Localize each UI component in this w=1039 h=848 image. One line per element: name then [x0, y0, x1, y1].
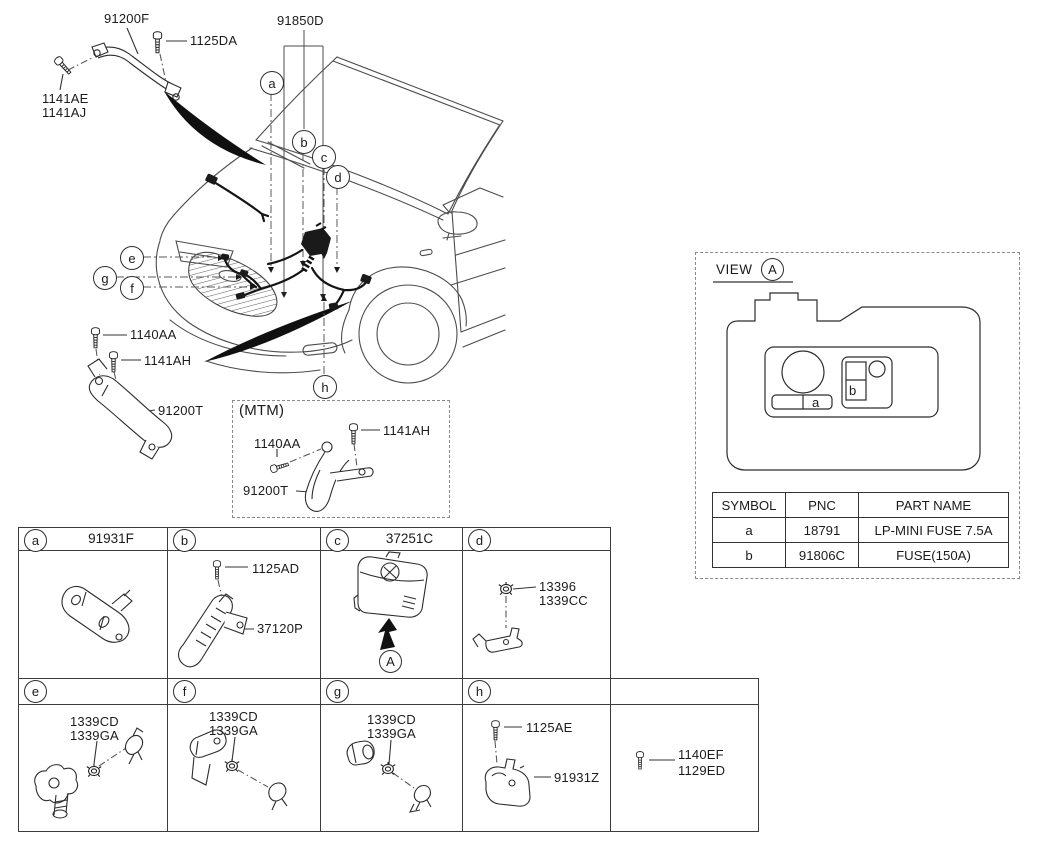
- grid-circle-a: a: [24, 529, 47, 552]
- ground-cable-91200F: [59, 27, 187, 101]
- bolt-1141AE-icon: [52, 54, 74, 77]
- grid-circle-h: h: [468, 680, 491, 703]
- grid-circle-f: f: [173, 680, 196, 703]
- fuse-table-header-symbol: SYMBOL: [712, 492, 786, 518]
- callout-d: d: [326, 165, 350, 189]
- cell-b-bracket-sketch: [177, 566, 254, 668]
- fuse-table-header-pnc: PNC: [785, 492, 859, 518]
- callout-e: e: [120, 246, 144, 270]
- label-1141AE: 1141AE: [42, 91, 89, 106]
- label-1140AA: 1140AA: [130, 327, 177, 342]
- label-e-1339GA: 1339GA: [70, 728, 119, 743]
- grid-cell-extra: [610, 678, 759, 832]
- mtm-label-91200T: 91200T: [243, 483, 289, 498]
- fuse-table-row: a 18791 LP-MINI FUSE 7.5A: [712, 517, 1009, 543]
- fuse-table-row: b 91806C FUSE(150A): [712, 542, 1009, 568]
- grid-cell-b: b: [167, 527, 321, 679]
- fuse-label-a: a: [812, 395, 820, 410]
- bolt-1140AA-icon: [91, 327, 100, 349]
- callout-leader-lines: [116, 93, 338, 374]
- cell-e-grommet-sketch: [34, 727, 144, 819]
- fuse-label-b: b: [849, 383, 857, 398]
- label-1125AE: 1125AE: [526, 720, 573, 735]
- label-1129ED: 1129ED: [678, 763, 726, 778]
- label-1339CC: 1339CC: [539, 593, 588, 608]
- mtm-box: [232, 400, 450, 518]
- harness-loom-ribs: [300, 222, 327, 274]
- label-e-1339CD: 1339CD: [70, 714, 119, 729]
- grid-cell-f: f: [167, 678, 321, 832]
- label-f-1339GA: 1339GA: [209, 723, 258, 738]
- grid-part-37251C: 37251C: [385, 531, 434, 546]
- callout-b: b: [292, 130, 316, 154]
- cell-g-connector-sketch: [346, 739, 432, 813]
- callout-arrowheads: [218, 253, 340, 301]
- callout-a: a: [260, 71, 284, 95]
- view-ref-circle-A: A: [761, 258, 784, 281]
- cell-c-cover-sketch: [353, 551, 428, 650]
- label-1140EF: 1140EF: [678, 747, 724, 762]
- harness-connectors: [205, 173, 372, 311]
- grid-cell-c: c 37251C: [320, 527, 463, 679]
- harness-span-bracket: [281, 30, 326, 300]
- grid-part-91931F: 91931F: [88, 531, 134, 546]
- grid-circle-c: c: [326, 529, 349, 552]
- mtm-label-1140AA: 1140AA: [254, 436, 301, 451]
- label-91200T: 91200T: [158, 403, 204, 418]
- car-illustration: [155, 56, 506, 384]
- label-1141AH: 1141AH: [144, 353, 192, 368]
- grid-cell-a: a 91931F: [18, 527, 168, 679]
- view-a-box: [695, 252, 1020, 579]
- label-f-1339CD: 1339CD: [209, 709, 258, 724]
- grid-cell-d: d: [462, 527, 611, 679]
- mtm-title: (MTM): [239, 402, 285, 419]
- cell-f-connector-sketch: [189, 729, 288, 811]
- grid-circle-d: d: [468, 529, 491, 552]
- wiring-harness: [212, 180, 369, 308]
- label-91931Z: 91931Z: [554, 770, 600, 785]
- fuse-table-header-partname: PART NAME: [858, 492, 1009, 518]
- label-g-1339GA: 1339GA: [367, 726, 416, 741]
- callout-h: h: [313, 375, 337, 399]
- cell-d-bracket-sketch: [472, 586, 537, 653]
- label-1125DA: 1125DA: [190, 33, 238, 48]
- cell-h-bracket-sketch: [484, 726, 551, 807]
- label-91200F: 91200F: [104, 11, 150, 26]
- grid-cell-h: h: [462, 678, 611, 832]
- bolt-1141AH-icon: [109, 351, 118, 373]
- mtm-parts: [276, 429, 380, 512]
- grid-circle-g: g: [326, 680, 349, 703]
- callout-g: g: [93, 266, 117, 290]
- label-91850D: 91850D: [277, 13, 324, 28]
- label-37120P: 37120P: [257, 621, 304, 636]
- label-13396: 13396: [539, 579, 577, 594]
- view-title: VIEW: [716, 262, 753, 277]
- callout-c: c: [312, 145, 336, 169]
- callout-f: f: [120, 276, 144, 300]
- grid-cell-e: e: [18, 678, 168, 832]
- bolt-1125DA-icon: [152, 31, 163, 54]
- grid-circle-e: e: [24, 680, 47, 703]
- grid-circle-b: b: [173, 529, 196, 552]
- label-1125AD: 1125AD: [252, 561, 300, 576]
- fuse-table: SYMBOL PNC PART NAME a 18791 LP-MINI FUS…: [712, 492, 1009, 568]
- label-g-1339CD: 1339CD: [367, 712, 416, 727]
- label-1141AJ: 1141AJ: [42, 105, 87, 120]
- cell-a-bracket-sketch: [61, 585, 133, 643]
- mtm-label-1141AH: 1141AH: [383, 423, 431, 438]
- fusebox-drawing: [713, 281, 981, 471]
- grid-cell-g: g: [320, 678, 463, 832]
- bracket-91200T-left: [87, 334, 173, 460]
- shadow-swooshes: [164, 91, 352, 362]
- cell-c-view-ref-A: A: [379, 650, 402, 673]
